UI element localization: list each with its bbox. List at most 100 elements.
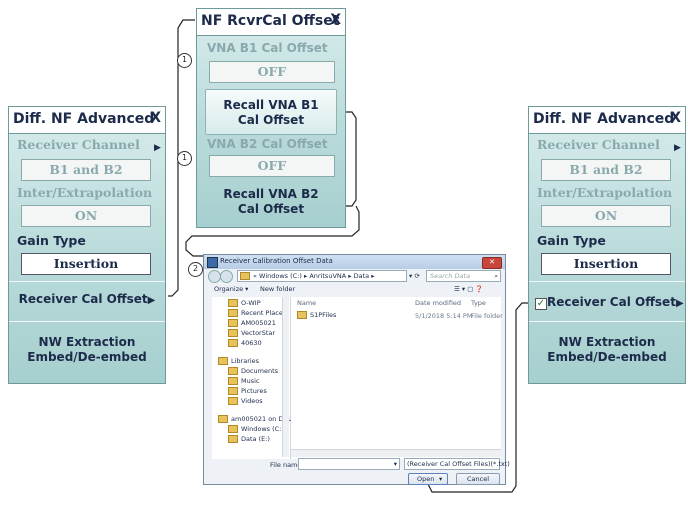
right-receiver-cal-offset-label: Receiver Cal Offset xyxy=(547,295,676,309)
address-bar[interactable]: « Windows (C:) ▸ AnritsuVNA ▸ Data ▸ xyxy=(237,270,407,282)
nav-item-label: AM005021 xyxy=(241,319,276,327)
right-inter-value: ON xyxy=(541,205,671,227)
right-receiver-channel-arrow-icon[interactable]: ▶ xyxy=(674,143,681,153)
nav-item-label: Pictures xyxy=(241,387,267,395)
recall-vna-b1-button[interactable]: Recall VNA B1 Cal Offset xyxy=(205,89,337,135)
dialog-close-button[interactable]: ✕ xyxy=(482,257,502,269)
left-receiver-cal-offset-button[interactable]: Receiver Cal Offset▶ xyxy=(9,292,165,322)
organize-button[interactable]: Organize ▾ xyxy=(214,285,249,293)
right-menu-title: Diff. NF Advanced xyxy=(533,111,675,127)
mid-menu-close-button[interactable]: X xyxy=(330,12,341,28)
nav-item[interactable]: 40630 xyxy=(228,339,262,347)
left-menu-title: Diff. NF Advanced xyxy=(13,111,155,127)
right-gain-type-value[interactable]: Insertion xyxy=(541,253,671,275)
right-nw-extraction-button[interactable]: NW Extraction Embed/De-embed xyxy=(529,335,685,365)
nf-rcvrcal-offset-menu: NF RcvrCal Offset X VNA B1 Cal Offset OF… xyxy=(196,8,346,228)
left-nw-line1: NW Extraction xyxy=(38,335,136,349)
callout-1-top: 1 xyxy=(177,53,192,68)
nav-item[interactable]: VectorStar xyxy=(228,329,275,337)
path-segment-3[interactable]: Data xyxy=(353,272,370,280)
navigation-pane: O-WIP Recent Places AM005021 VectorStar … xyxy=(212,297,295,459)
left-nw-line2: Embed/De-embed xyxy=(27,350,147,364)
open-button[interactable]: Open ▾ xyxy=(408,473,448,485)
receiver-cal-offset-checkbox-icon[interactable]: ✓ xyxy=(535,298,547,310)
refresh-icon[interactable]: ▾ ⟳ xyxy=(409,272,420,280)
folder-icon xyxy=(297,311,307,319)
nav-scrollbar[interactable] xyxy=(282,297,289,457)
nav-item[interactable]: Music xyxy=(228,377,260,385)
vna-b2-cal-offset-label: VNA B2 Cal Offset xyxy=(207,137,328,151)
cancel-label: Cancel xyxy=(467,475,490,483)
nav-item[interactable]: Documents xyxy=(228,367,278,375)
nav-item[interactable]: Videos xyxy=(228,397,263,405)
right-separator-1 xyxy=(529,281,685,282)
file-type: File folder xyxy=(471,312,503,320)
open-dropdown-icon[interactable]: ▾ xyxy=(439,475,443,483)
nav-item[interactable]: O-WIP xyxy=(228,299,261,307)
nav-item[interactable]: Data (E:) xyxy=(228,435,270,443)
left-receiver-channel-label: Receiver Channel xyxy=(17,137,140,152)
path-segment-2[interactable]: AnritsuVNA xyxy=(309,272,347,280)
forward-icon[interactable] xyxy=(220,270,233,283)
column-name-header[interactable]: Name xyxy=(297,299,317,307)
folder-icon xyxy=(228,319,238,327)
file-row[interactable]: S1PFiles xyxy=(297,311,336,319)
left-separator-2 xyxy=(9,321,165,322)
left-menu-close-button[interactable]: X xyxy=(150,110,161,126)
music-icon xyxy=(228,377,238,385)
column-type-header[interactable]: Type xyxy=(471,299,486,307)
file-date: 5/1/2018 5:14 PM xyxy=(415,312,473,320)
left-gain-type-value[interactable]: Insertion xyxy=(21,253,151,275)
left-receiver-channel-arrow-icon[interactable]: ▶ xyxy=(154,143,161,153)
file-type-filter: (Receiver Cal Offset Files)(*.txt) xyxy=(407,460,510,468)
right-inter-label: Inter/Extrapolation xyxy=(537,185,673,200)
receiver-calibration-offset-dialog: Receiver Calibration Offset Data ✕ « Win… xyxy=(203,254,510,485)
left-gain-type-label: Gain Type xyxy=(17,233,86,248)
nav-item[interactable]: Recent Places xyxy=(228,309,286,317)
left-receiver-cal-offset-arrow-icon: ▶ xyxy=(147,295,156,306)
nav-item[interactable]: am005021 on DRUI xyxy=(218,415,295,423)
mid-menu-title-bar: NF RcvrCal Offset X xyxy=(197,9,345,36)
search-input[interactable]: Search Data ⌕ xyxy=(426,270,501,282)
address-folder-icon xyxy=(240,272,250,280)
nav-item[interactable]: Windows (C:) xyxy=(228,425,284,433)
path-segment-1[interactable]: Windows (C:) xyxy=(259,272,302,280)
back-forward-buttons[interactable] xyxy=(208,270,234,283)
search-icon: ⌕ xyxy=(494,272,498,280)
chevron-down-icon[interactable]: ▾ xyxy=(393,460,397,468)
right-menu-close-button[interactable]: X xyxy=(670,110,681,126)
file-name: S1PFiles xyxy=(310,311,337,319)
mid-menu-title: NF RcvrCal Offset xyxy=(201,13,340,29)
column-date-header[interactable]: Date modified xyxy=(415,299,462,307)
recall-vna-b2-button[interactable]: Recall VNA B2 Cal Offset xyxy=(197,187,345,217)
nav-item-label: Recent Places xyxy=(241,309,287,317)
nav-item-label: Documents xyxy=(241,367,279,375)
folder-icon xyxy=(228,299,238,307)
horizontal-scrollbar[interactable] xyxy=(291,449,501,457)
recall-b2-line1: Recall VNA B2 xyxy=(223,187,319,201)
left-menu-title-bar: Diff. NF Advanced X xyxy=(9,107,165,134)
vna-b1-cal-offset-value[interactable]: OFF xyxy=(209,61,335,83)
right-menu-title-bar: Diff. NF Advanced X xyxy=(529,107,685,134)
nav-item[interactable]: AM005021 xyxy=(228,319,276,327)
right-receiver-cal-offset-button[interactable]: Receiver Cal Offset▶ xyxy=(547,295,685,311)
libraries-icon xyxy=(218,357,228,365)
dialog-title-bar: Receiver Calibration Offset Data ✕ xyxy=(204,255,505,269)
right-gain-type-label: Gain Type xyxy=(537,233,606,248)
nav-item[interactable]: Libraries xyxy=(218,357,259,365)
left-diff-nf-advanced-menu: Diff. NF Advanced X Receiver Channel ▶ B… xyxy=(8,106,166,384)
view-options-icon[interactable]: ☰ ▾ ▢ ❓ xyxy=(454,285,484,293)
right-nw-line1: NW Extraction xyxy=(558,335,656,349)
new-folder-button[interactable]: New folder xyxy=(260,285,296,293)
file-name-label: File name: xyxy=(270,461,304,469)
documents-icon xyxy=(228,367,238,375)
file-type-select[interactable]: (Receiver Cal Offset Files)(*.txt) xyxy=(404,458,510,470)
callout-2: 2 xyxy=(188,262,203,277)
file-name-input[interactable]: ▾ xyxy=(298,458,400,470)
computer-icon xyxy=(218,415,228,423)
vna-b2-cal-offset-value[interactable]: OFF xyxy=(209,155,335,177)
cancel-button[interactable]: Cancel xyxy=(456,473,500,485)
drive-icon xyxy=(228,435,238,443)
nav-item[interactable]: Pictures xyxy=(228,387,267,395)
left-nw-extraction-button[interactable]: NW Extraction Embed/De-embed xyxy=(9,335,165,365)
